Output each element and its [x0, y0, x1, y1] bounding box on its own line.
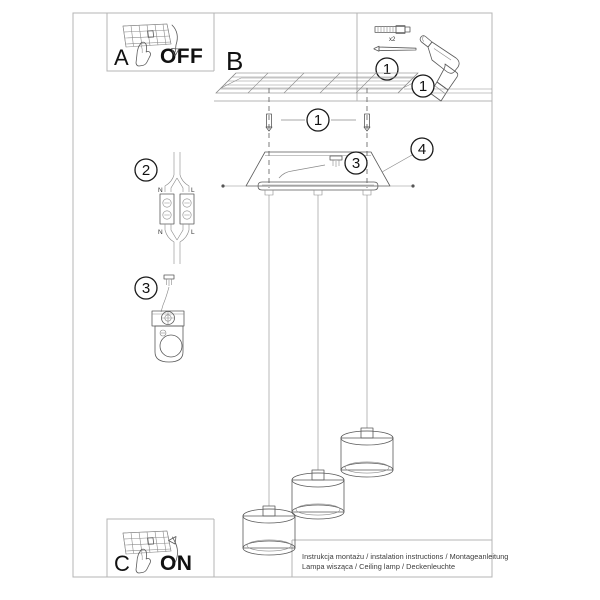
- callout-bracket-detail: 3: [134, 276, 158, 300]
- wall-plug-icon: [374, 25, 411, 34]
- pendant-shade: [242, 505, 296, 556]
- caption-line-2: Lampa wisząca / Ceiling lamp / Deckenleu…: [302, 562, 456, 571]
- terminal-top-left-label: N: [158, 187, 163, 194]
- callout-ceiling-anchor: 1: [411, 74, 435, 98]
- terminal-bottom-left-label: N: [158, 229, 163, 236]
- callout-canopy: 4: [381, 137, 434, 173]
- breaker-panel-icon: [122, 530, 172, 555]
- arrow-up-icon: [168, 536, 178, 563]
- canopy-mounting-bar: [221, 181, 415, 191]
- pendant-shade: [291, 469, 345, 520]
- callout-parts-box: 1: [375, 57, 399, 81]
- panel-b-letter: B: [226, 46, 243, 76]
- hand-icon: [135, 41, 151, 67]
- canopy-screwdriver-icon: [329, 155, 343, 167]
- caption-block: Instrukcja montażu / instalation instruc…: [302, 552, 508, 572]
- screwdriver-icon: [163, 274, 175, 286]
- callout-parts-box-number: 1: [383, 61, 391, 78]
- power-drill-icon: [419, 35, 460, 102]
- callout-canopy-screw-number: 3: [352, 155, 360, 172]
- terminal-bottom-right-label: L: [191, 229, 195, 236]
- callout-ceiling-anchor-number: 1: [419, 78, 427, 95]
- callout-canopy-screw: 3: [278, 151, 368, 179]
- screw-icon: [373, 45, 417, 52]
- caption-line-1: Instrukcja montażu / instalation instruc…: [302, 552, 509, 561]
- step-2-terminal-block: 2 N L N L: [134, 152, 195, 264]
- panel-a-state-label: OFF: [160, 45, 203, 68]
- canopy: [245, 151, 391, 187]
- parts-box: x2 1: [373, 25, 460, 102]
- arrow-down-icon: [171, 24, 180, 57]
- step-3-bracket-detail: 3: [134, 274, 185, 363]
- hand-icon: [135, 548, 151, 574]
- pendant-cables: [268, 195, 368, 506]
- ceiling-surface: [215, 72, 492, 94]
- panel-a-letter: A: [114, 45, 129, 70]
- callout-ceiling-screws-number: 1: [314, 112, 322, 129]
- breaker-panel-icon: [122, 23, 172, 48]
- cable-anchors: [264, 189, 372, 196]
- mounting-screw-axes: [265, 88, 371, 188]
- callout-canopy-number: 4: [418, 141, 426, 158]
- pendant-shade: [340, 427, 394, 478]
- terminal-top-right-label: L: [191, 187, 195, 194]
- panel-c: C ON: [114, 530, 192, 576]
- callout-ceiling-screws: 1: [281, 108, 356, 132]
- panel-c-letter: C: [114, 551, 130, 576]
- panel-a: A OFF: [114, 23, 203, 70]
- panel-c-state-label: ON: [160, 552, 192, 575]
- callout-terminal-block: 2: [134, 158, 158, 182]
- sheet-frame: [72, 12, 493, 578]
- callout-bracket-detail-number: 3: [142, 280, 150, 297]
- wall-plug-quantity-label: x2: [389, 37, 396, 43]
- callout-terminal-block-number: 2: [142, 162, 150, 179]
